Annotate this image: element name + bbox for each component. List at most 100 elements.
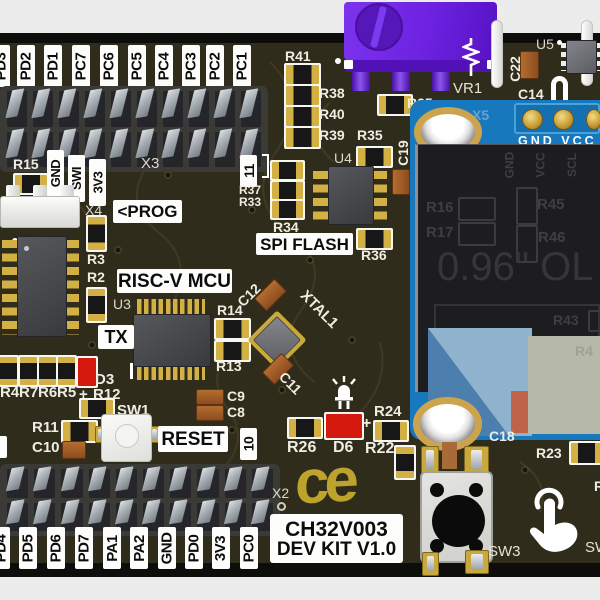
header-pin [33, 91, 53, 127]
r6-ref: R6 [38, 384, 58, 401]
u3-ref: U3 [113, 296, 131, 312]
r46-outline [516, 225, 538, 263]
r24-resistor [373, 420, 409, 442]
pin1-dot [335, 58, 341, 64]
board-title-box: CH32V003 DEV KIT V1.0 [270, 514, 403, 563]
soic-chip [17, 236, 67, 337]
header-pin [34, 502, 56, 531]
r2-ref: R2 [87, 269, 105, 285]
r34-ref: R34 [273, 219, 299, 235]
r15-ref: R15 [13, 156, 39, 172]
u3-pins-top [137, 299, 205, 316]
r3-resistor [86, 215, 107, 252]
pin-label-gnd: GND [158, 527, 176, 569]
r35-ref: R35 [357, 127, 383, 143]
r26-resistor [287, 417, 323, 439]
r38-ref: R38 [319, 85, 345, 101]
r35-resistor [356, 146, 393, 168]
r13-ref: R13 [216, 358, 242, 374]
u3-pin1-mark [130, 363, 133, 379]
header-pin [197, 469, 219, 498]
pin-label-pd0: PD0 [185, 527, 203, 569]
board-title-line1: CH32V003 [285, 517, 388, 541]
u3-mcu-chip [133, 314, 211, 367]
x4-ref: X4 [85, 202, 103, 218]
pin-label-pc2: PC2 [206, 45, 224, 87]
u3-pins-bottom [137, 363, 205, 380]
r37-resistor [270, 160, 305, 181]
header-pin [85, 131, 105, 167]
u4-flash-chip [328, 166, 374, 225]
sw3-pad [464, 446, 489, 474]
r34-resistor [270, 199, 305, 220]
pin-label-pc0: PC0 [240, 527, 258, 569]
sw3-pad [422, 552, 439, 576]
led-icon [332, 376, 356, 409]
d6-plus: + [362, 415, 372, 432]
silk-pin-vcc: VCC [533, 152, 548, 178]
header-pin [115, 502, 137, 531]
header-pin [163, 91, 183, 127]
sw3-corner-dot [469, 483, 483, 497]
c10-ref: C10 [32, 439, 60, 456]
soic-pads-right [64, 240, 79, 335]
r22-ref: R22 [365, 440, 395, 457]
header-pin [7, 91, 27, 127]
pin-label-pc3: PC3 [182, 45, 200, 87]
pin-label-pd5: PD5 [19, 527, 37, 569]
r7-ref: R7 [19, 384, 39, 401]
pcb-top-edge [0, 33, 600, 43]
oled-pin-vcc [553, 109, 574, 130]
pin-label-pc6: PC6 [100, 45, 118, 87]
header-pin [111, 131, 131, 167]
oled-size-text: 0.96" OL [437, 245, 594, 289]
r46-ref: R46 [538, 229, 566, 246]
pin-label-pc7: PC7 [72, 45, 90, 87]
tx-label: TX [98, 325, 134, 349]
header-pin [7, 502, 29, 531]
u5-pads-left [561, 43, 566, 71]
r23-ref: R23 [536, 445, 562, 461]
r11-resistor [61, 420, 98, 443]
oled-pin-scl [586, 109, 600, 130]
header-pin [143, 502, 165, 531]
u4-pads-left [313, 171, 328, 221]
r6-resistor [37, 355, 58, 387]
tap-gesture-icon [529, 487, 578, 552]
copper-tab [442, 442, 457, 469]
header-pin [85, 91, 105, 127]
pin-label-pa1: PA1 [103, 527, 121, 569]
c9-capacitor [196, 389, 224, 405]
header-pin [111, 91, 131, 127]
sw3-corner-dot [430, 483, 444, 497]
u4-pads-right [372, 171, 387, 221]
pin-label-pd1: PD1 [44, 45, 62, 87]
pin-label-3v3: 3V3 [212, 527, 230, 569]
oled-module: GND VCC S X5 GND VCC SCL SDA R16 R17 R45… [410, 100, 600, 451]
resistor-symbol [462, 38, 480, 76]
header-x3 [0, 86, 268, 172]
prog-connector-x4 [0, 196, 80, 228]
sw3-pad [421, 446, 439, 474]
header-pin [197, 502, 219, 531]
r5-ref: R5 [57, 384, 77, 401]
3v3-label: 3V3 [89, 159, 106, 206]
header-pin [224, 469, 246, 498]
r4-resistor [0, 355, 19, 387]
header-pin [61, 469, 83, 498]
header-pin-side [491, 20, 503, 88]
r13-resistor [214, 340, 251, 362]
gnd-label: GND [47, 150, 64, 197]
c14-ref: C14 [518, 86, 544, 102]
r26-ref: R26 [287, 439, 317, 456]
u5-chip [566, 40, 597, 74]
header-pin [215, 131, 235, 167]
r36-resistor [356, 228, 393, 250]
pin-number-11: 11 [240, 155, 257, 187]
pin-label-pd4: PD4 [0, 527, 10, 569]
reset-label: RESET [158, 426, 228, 452]
r4-ref: R4 [0, 384, 20, 401]
sw3-pad [465, 550, 489, 574]
sw3-ref: SW3 [488, 543, 521, 560]
